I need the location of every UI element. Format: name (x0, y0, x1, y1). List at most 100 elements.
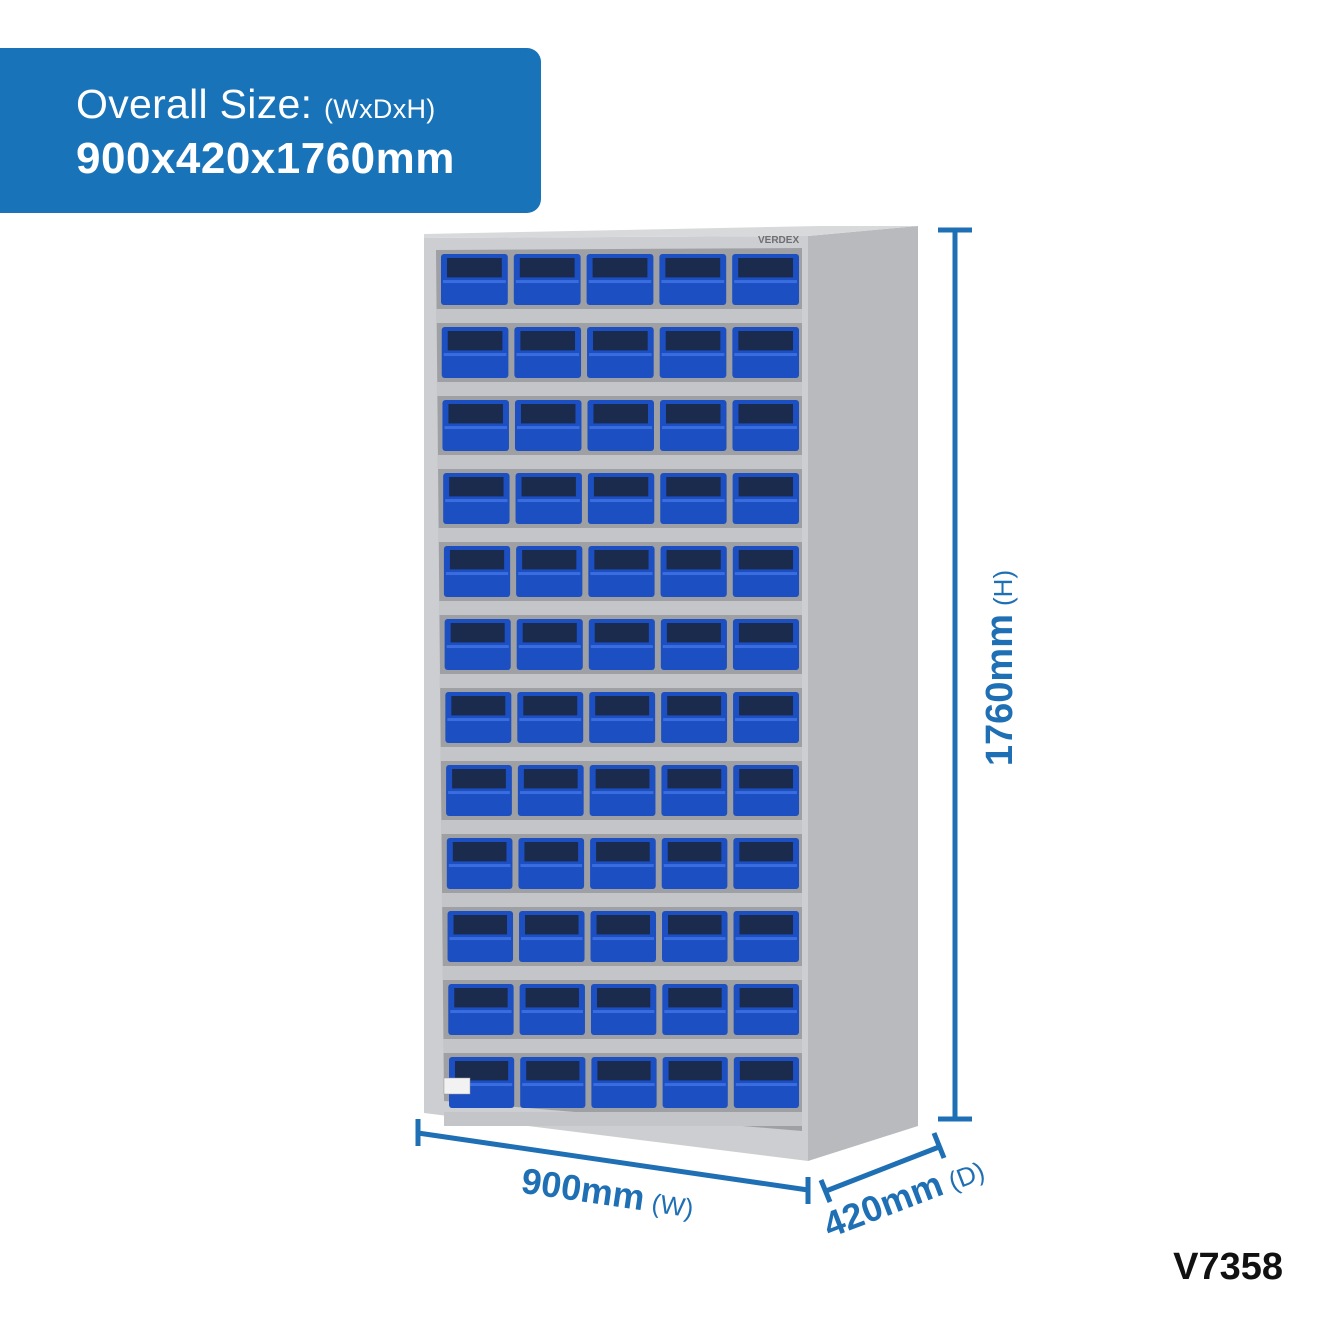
bin-lip (735, 1083, 797, 1087)
storage-bin[interactable] (733, 984, 799, 1035)
storage-bin[interactable] (732, 546, 799, 597)
storage-bin[interactable] (443, 546, 511, 597)
storage-bin[interactable] (660, 619, 727, 670)
shelf-divider (437, 455, 802, 469)
storage-bin[interactable] (449, 1057, 515, 1108)
storage-bin[interactable] (515, 473, 582, 524)
storage-bin[interactable] (590, 911, 657, 962)
storage-bin[interactable] (519, 911, 585, 962)
storage-bin[interactable] (659, 400, 727, 451)
bin-label-window (739, 915, 793, 935)
storage-bin[interactable] (659, 327, 727, 378)
storage-bin[interactable] (732, 327, 799, 378)
storage-bin[interactable] (661, 838, 728, 889)
depth-unit: (D) (944, 1155, 988, 1196)
bin-lip (735, 937, 797, 941)
bin-label-window (739, 1061, 793, 1081)
storage-bin[interactable] (447, 911, 514, 962)
storage-bin[interactable] (446, 838, 513, 889)
bin-label-window (665, 331, 721, 351)
bin-label-window (593, 404, 648, 424)
bin-label-window (738, 404, 793, 424)
bin-label-window (739, 696, 793, 716)
overall-size-value: 900x420x1760mm (76, 134, 455, 183)
bin-lip (661, 426, 725, 430)
storage-bin[interactable] (733, 765, 799, 816)
bin-label-window (738, 258, 793, 278)
bin-label-window (738, 623, 793, 643)
storage-bin[interactable] (662, 1057, 728, 1108)
storage-bin[interactable] (732, 619, 799, 670)
storage-bin[interactable] (517, 692, 584, 743)
shelf-divider (442, 966, 802, 980)
storage-bin[interactable] (588, 546, 655, 597)
storage-bin[interactable] (591, 1057, 657, 1108)
bin-lip (590, 645, 653, 649)
storage-bin[interactable] (445, 692, 512, 743)
storage-bin[interactable] (516, 546, 583, 597)
storage-bin[interactable] (444, 619, 511, 670)
bin-lip (735, 791, 797, 795)
storage-bin[interactable] (519, 984, 585, 1035)
storage-bin[interactable] (514, 400, 582, 451)
width-value: 900mm (519, 1160, 648, 1218)
storage-bin[interactable] (661, 692, 728, 743)
storage-bin[interactable] (441, 327, 509, 378)
bin-lip (516, 426, 580, 430)
depth-dimension-line (825, 1144, 940, 1194)
storage-bin[interactable] (441, 254, 508, 305)
storage-bin[interactable] (732, 254, 799, 305)
bin-lip (589, 426, 652, 430)
shelf-divider (436, 382, 802, 396)
storage-bin[interactable] (448, 984, 514, 1035)
storage-bin[interactable] (659, 254, 727, 305)
bin-label-window (520, 404, 576, 424)
storage-bin[interactable] (589, 765, 656, 816)
storage-bin[interactable] (587, 327, 654, 378)
storage-bin[interactable] (443, 473, 510, 524)
bin-label-window (526, 1061, 580, 1081)
storage-bin[interactable] (733, 911, 799, 962)
shelf-divider (444, 1112, 802, 1126)
storage-bin[interactable] (518, 838, 585, 889)
bin-label-window (596, 842, 650, 862)
storage-bin[interactable] (587, 400, 654, 451)
storage-bin[interactable] (661, 765, 728, 816)
storage-bin[interactable] (662, 911, 728, 962)
bin-label-window (666, 477, 721, 497)
storage-bin[interactable] (514, 327, 582, 378)
bin-label-window (595, 769, 650, 789)
storage-bin[interactable] (586, 254, 654, 305)
storage-bin[interactable] (662, 984, 728, 1035)
storage-bin[interactable] (732, 473, 799, 524)
bin-lip (443, 353, 507, 357)
storage-bin[interactable] (660, 546, 727, 597)
storage-bin[interactable] (590, 838, 656, 889)
storage-bin[interactable] (442, 400, 509, 451)
storage-bin[interactable] (446, 765, 512, 816)
storage-bin[interactable] (517, 765, 584, 816)
storage-bin[interactable] (588, 619, 655, 670)
storage-bin[interactable] (732, 400, 799, 451)
depth-value: 420mm (818, 1163, 949, 1246)
bin-label-window (593, 331, 648, 351)
storage-bin[interactable] (589, 692, 656, 743)
bin-lip (520, 864, 583, 868)
cabinet-top (424, 226, 918, 238)
bin-lip (445, 572, 509, 576)
bin-label-window (525, 915, 579, 935)
storage-bin[interactable] (516, 619, 583, 670)
bin-lip (664, 1083, 726, 1087)
storage-bin[interactable] (513, 254, 581, 305)
storage-bin[interactable] (733, 838, 799, 889)
bin-lip (518, 572, 581, 576)
storage-bin[interactable] (587, 473, 655, 524)
height-unit: (H) (988, 570, 1018, 606)
storage-bin[interactable] (660, 473, 727, 524)
overall-size-suffix: (WxDxH) (324, 94, 436, 124)
storage-bin[interactable] (733, 1057, 799, 1108)
storage-bin[interactable] (590, 984, 657, 1035)
storage-bin[interactable] (520, 1057, 586, 1108)
bin-lip (662, 499, 725, 503)
storage-bin[interactable] (733, 692, 799, 743)
